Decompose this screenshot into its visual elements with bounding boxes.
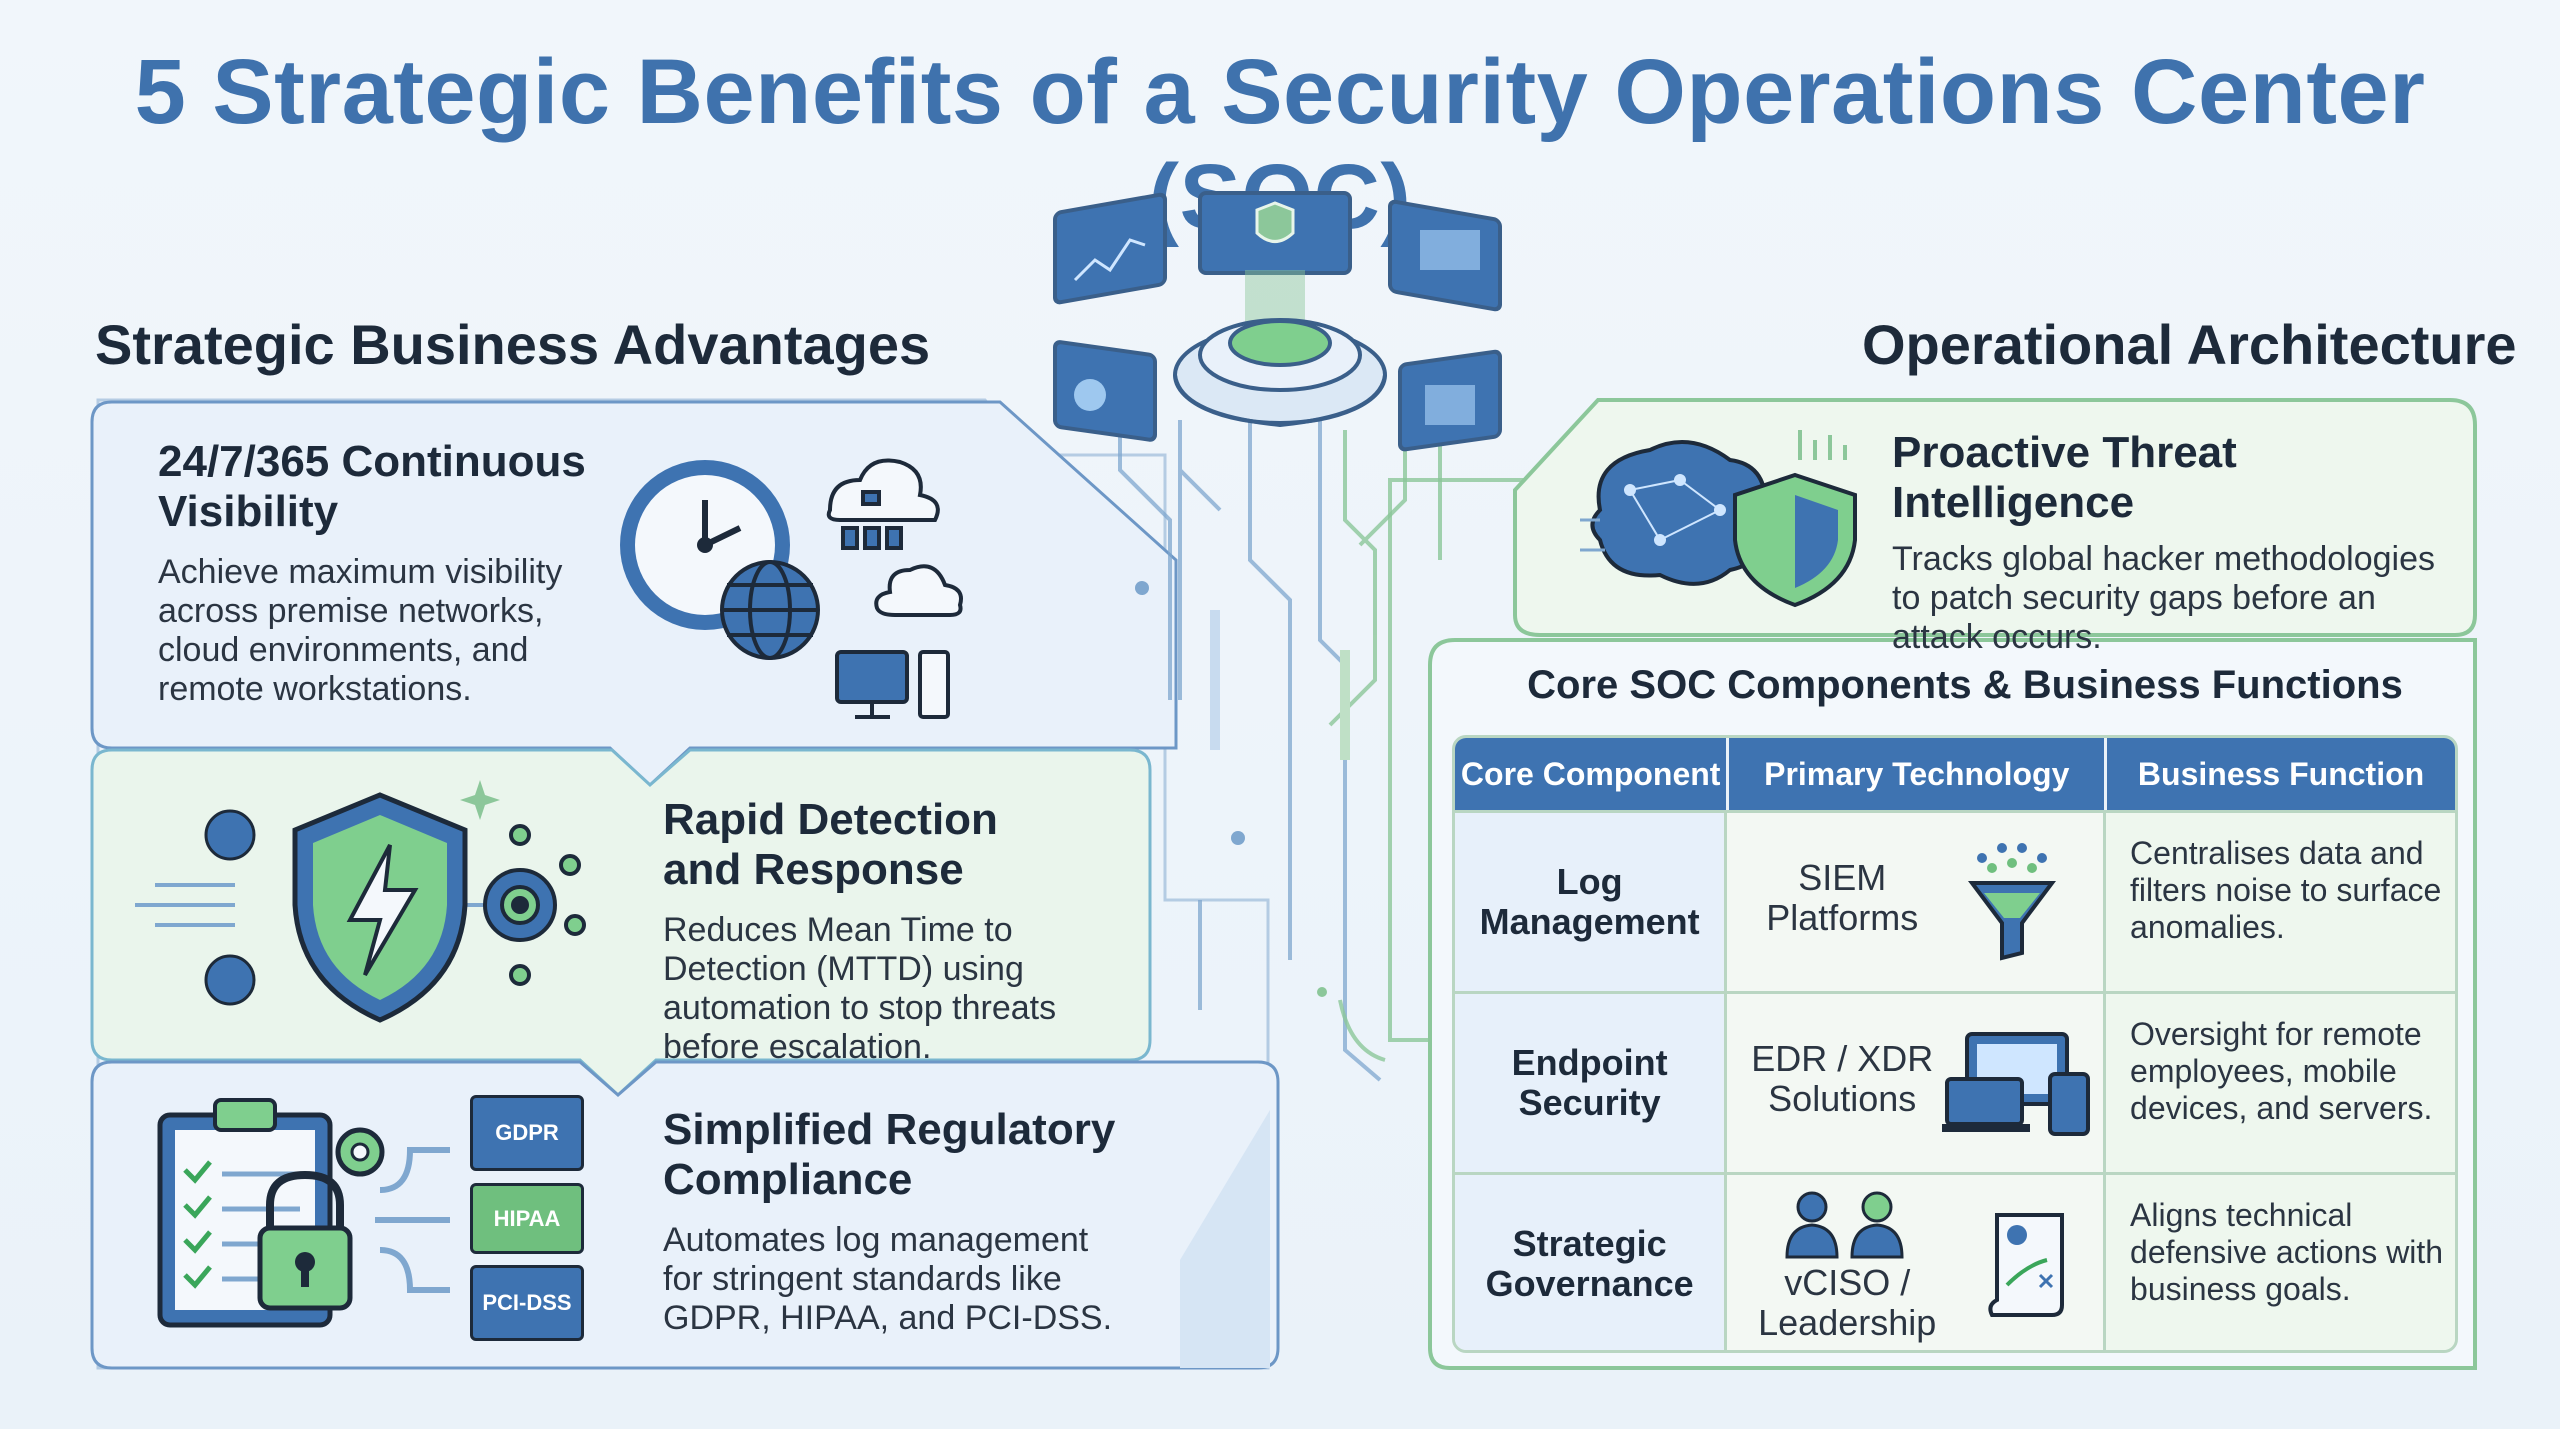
visibility-card: 24/7/365 Continuous Visibility Achieve m…	[158, 437, 628, 709]
detection-card: Rapid Detection and Response Reduces Mea…	[663, 795, 1133, 1067]
page-title: 5 Strategic Benefits of a Security Opera…	[134, 41, 2426, 248]
pci-dss-folder-icon: PCI-DSS	[470, 1265, 584, 1341]
technology-label: EDR / XDR Solutions	[1751, 1038, 1934, 1119]
threat-intel-text: Tracks global hacker methodologies to pa…	[1892, 540, 2436, 656]
table-header-row: Core Component Primary Technology Busine…	[1455, 738, 2455, 810]
threat-intel-illustration	[1580, 430, 1857, 608]
business-function-cell: Oversight for remote employees, mobile d…	[2106, 994, 2455, 1172]
table-row: Endpoint Security EDR / XDR Solutions Ov…	[1455, 991, 2455, 1172]
detection-title: Rapid Detection and Response	[663, 795, 998, 894]
padlock-icon	[257, 1170, 353, 1311]
strategy-document-icon	[1988, 1213, 2065, 1317]
gdpr-folder-icon: GDPR	[470, 1095, 584, 1171]
business-function-cell: Centralises data and filters noise to su…	[2106, 813, 2455, 991]
technology-label: vCISO / Leadership	[1758, 1262, 1937, 1343]
compliance-card: Simplified Regulatory Compliance Automat…	[663, 1105, 1183, 1338]
shield-icon	[1733, 472, 1857, 608]
visibility-title: 24/7/365 Continuous Visibility	[158, 437, 586, 536]
brain-network-icon	[1580, 440, 1769, 586]
soc-components-table: Core Component Primary Technology Busine…	[1452, 735, 2458, 1353]
business-function-cell: Aligns technical defensive actions with …	[2106, 1175, 2455, 1350]
funnel-icon	[1968, 843, 2057, 961]
leadership-icon	[1785, 1191, 1904, 1259]
desktop-icon	[835, 650, 950, 719]
globe-icon	[720, 560, 820, 660]
visibility-illustration	[620, 458, 963, 719]
threat-intel-card: Proactive Threat Intelligence Tracks glo…	[1892, 428, 2462, 657]
component-cell: Log Management	[1455, 813, 1728, 991]
header-primary-technology: Primary Technology	[1729, 738, 2108, 810]
technology-label: SIEM Platforms	[1766, 857, 1919, 938]
component-cell: Endpoint Security	[1455, 994, 1728, 1172]
table-row: Log Management SIEM Platforms Centralise…	[1455, 810, 2455, 991]
sparkle-icon	[460, 780, 500, 820]
visibility-text: Achieve maximum visibility across premis…	[158, 553, 563, 708]
flow-arrows-icon	[375, 1147, 450, 1293]
compliance-illustration	[157, 1098, 450, 1328]
threat-intel-title: Proactive Threat Intelligence	[1892, 428, 2237, 527]
cloud-network-icon	[826, 458, 940, 550]
virus-icon	[204, 809, 256, 1006]
hipaa-folder-icon: HIPAA	[470, 1183, 584, 1254]
table-row: Strategic Governance vCISO / Leadership …	[1455, 1172, 2455, 1350]
right-section-heading: Operational Architecture	[1862, 313, 2517, 376]
detection-illustration	[135, 780, 586, 1023]
shield-lightning-icon	[292, 792, 468, 1023]
cloud-icon	[874, 564, 963, 617]
component-cell: Strategic Governance	[1455, 1175, 1728, 1350]
gear-icon	[335, 1127, 385, 1177]
soc-hub-icon	[1053, 191, 1502, 452]
target-node-icon	[483, 824, 586, 986]
table-title: Core SOC Components & Business Functions	[1527, 663, 2403, 707]
devices-icon	[1942, 1032, 2091, 1136]
technology-cell: vCISO / Leadership	[1727, 1175, 2107, 1350]
header-business-function: Business Function	[2137, 755, 2425, 792]
header-core-component: Core Component	[1455, 738, 1730, 810]
technology-cell: EDR / XDR Solutions	[1727, 994, 2107, 1172]
technology-cell: SIEM Platforms	[1727, 813, 2107, 991]
compliance-folders: GDPR HIPAA PCI-DSS	[470, 1095, 584, 1345]
compliance-text: Automates log management for stringent s…	[663, 1221, 1113, 1337]
detection-text: Reduces Mean Time to Detection (MTTD) us…	[663, 911, 1057, 1066]
compliance-title: Simplified Regulatory Compliance	[663, 1105, 1116, 1204]
left-section-heading: Strategic Business Advantages	[95, 313, 931, 376]
